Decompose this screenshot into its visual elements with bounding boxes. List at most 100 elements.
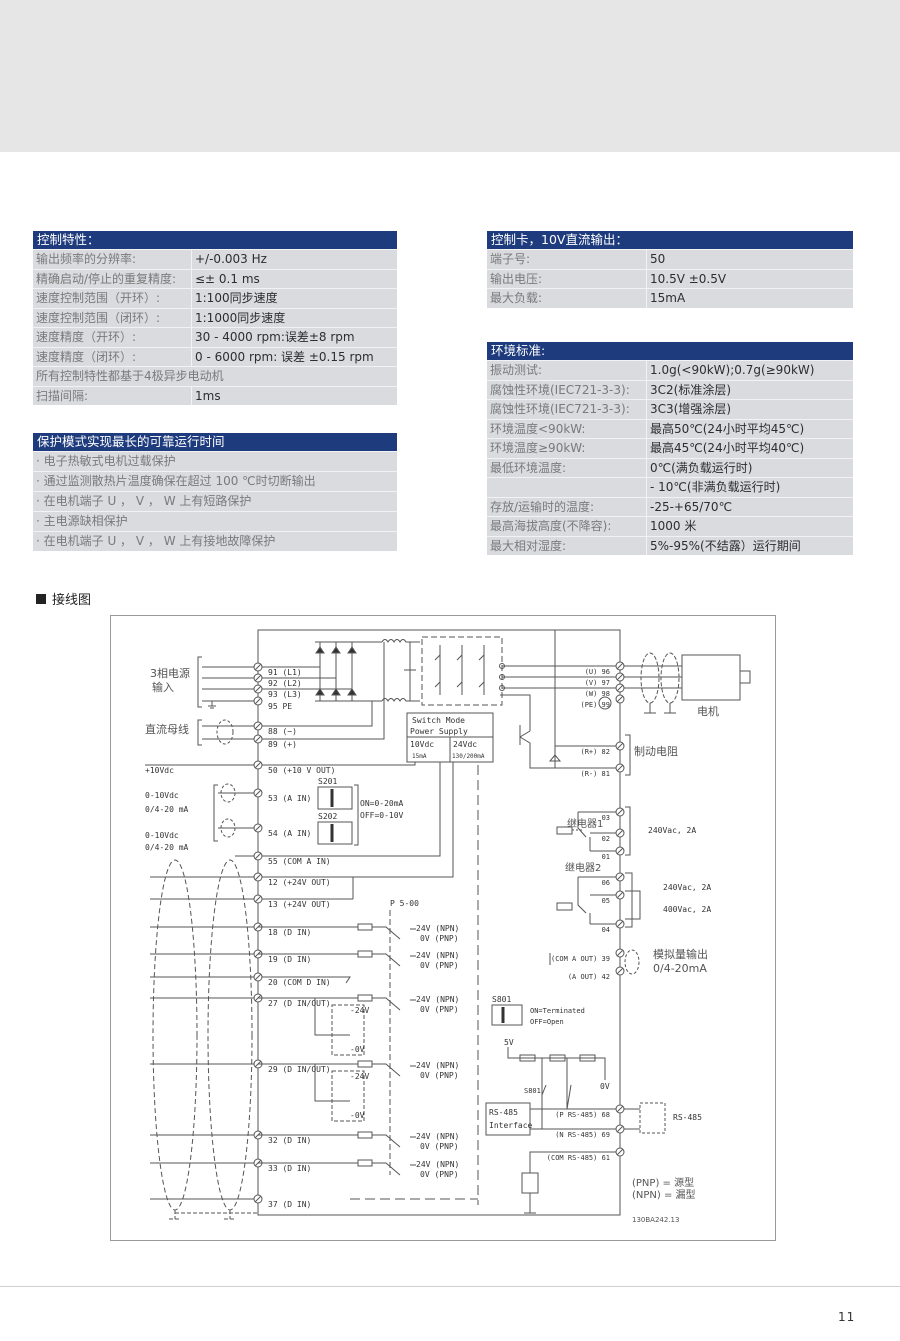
right-terminals: (U) 96(V) 97(W) 98(PE) 99(R+) 82(R-) 810… (547, 661, 625, 1162)
terminal-slot (254, 1195, 262, 1203)
row-label: 环境温度<90kW: (490, 421, 586, 436)
smps-10v: 10Vdc (410, 740, 434, 749)
table-title: 控制特性： (33, 231, 397, 249)
row-value: 1.0g(<90kW);0.7g(≥90kW) (646, 361, 853, 380)
drive-outline (257, 629, 621, 1216)
terminal-label: 02 (602, 835, 610, 843)
relay2-label: 继电器2 (565, 861, 601, 874)
table-row: · 在电机端子 U ， V ， W 上有短路保护 (33, 491, 397, 511)
din-wire (258, 926, 416, 940)
pnp-label: 0V (PNP) (420, 1142, 459, 1151)
terminal-label: 06 (602, 879, 610, 887)
terminal-label: (P RS-485) 68 (555, 1111, 610, 1119)
pnp-definition: (PNP) = 源型 (632, 1176, 694, 1189)
diagram-frame (110, 615, 776, 1241)
switch-off-label: OFF=0-10V (360, 811, 404, 820)
terminal-slot (616, 1148, 624, 1156)
brake-label: 制动电阻 (634, 745, 678, 758)
ain2-label-2: 0/4-20 mA (145, 843, 189, 852)
table-row: 速度控制范围（闭环）:1:1000同步速度 (33, 307, 397, 327)
table-row: 输出频率的分辨率:+/-0.003 Hz (33, 249, 397, 269)
drawing-code: 130BA242.13 (632, 1216, 679, 1224)
row-label: 最低环境温度: (490, 460, 567, 475)
header-banner (0, 0, 900, 152)
terminal-label: (COM A OUT) 39 (551, 955, 610, 963)
row-label: 速度控制范围（开环）: (36, 291, 161, 305)
v24-label: -24V (350, 1006, 369, 1015)
row-value: 1000 米 (646, 517, 853, 536)
npn-label: 24V (NPN) (416, 1061, 459, 1070)
row-value: 最高50℃(24小时平均45℃) (646, 419, 853, 438)
terminal-label: 27 (D IN/OUT) (268, 999, 331, 1008)
v0-label: -0V (350, 1111, 365, 1120)
terminal-slot (254, 722, 262, 730)
table-row: · 电子热敏式电机过载保护 (33, 451, 397, 471)
protection-item: · 在电机端子 U ， V ， W 上有短路保护 (36, 494, 252, 508)
terminal-slot (616, 662, 624, 670)
terminal-label: 53 (A IN) (268, 794, 311, 803)
terminal-label: (A OUT) 42 (568, 973, 610, 981)
row-value: 3C2(标准涂层) (646, 380, 853, 399)
table-row: 最大相对湿度: 5%-95%(不结露）运行期间 (487, 535, 853, 555)
table-row: 速度控制范围（开环）:1:100同步速度 (33, 288, 397, 308)
terminal-label: (R-) 81 (580, 770, 610, 778)
terminal-label: 12 (+24V OUT) (268, 878, 331, 887)
row-label: 最大负载: (490, 291, 543, 305)
terminal-label: 50 (+10 V OUT) (268, 766, 335, 775)
protection-item: · 通过监测散热片温度确保在超过 100 ℃时切断输出 (36, 474, 316, 488)
smps-label-2: Power Supply (410, 727, 468, 736)
row-value: 最高45℃(24小时平均40℃) (646, 439, 853, 458)
terminal-label: (U) 96 (585, 668, 610, 676)
din-resistor (357, 1131, 373, 1139)
rs485-label: RS-485 (673, 1113, 702, 1122)
pnp-label: 0V (PNP) (420, 1170, 459, 1179)
relay1-label: 继电器1 (567, 817, 603, 830)
mains-label: 3相电源 (150, 666, 190, 680)
environment-table: 环境标准: 振动测试:1.0g(<90kW);0.7g(≥90kW) 腐蚀性环境… (487, 342, 853, 555)
table-row: 最大负载:15mA (487, 288, 853, 308)
table-row: 精确启动/停止的重复精度:≤± 0.1 ms (33, 268, 397, 288)
terminal-label: 95 PE (268, 702, 292, 711)
terminal-label: (N RS-485) 69 (555, 1131, 610, 1139)
rs485-if-label-2: Interface (489, 1121, 533, 1130)
table-row: 最高海拔高度(不降容):1000 米 (487, 516, 853, 536)
section-heading: 接线图 (36, 589, 91, 608)
din-resistor (357, 923, 373, 931)
row-label: 输出频率的分辨率: (36, 252, 137, 266)
row-label: 最大相对湿度: (490, 538, 567, 553)
terminal-label: (R+) 82 (580, 748, 610, 756)
terminal-slot (616, 808, 624, 816)
analog-out-range: 0/4-20mA (653, 962, 707, 975)
pnp-label: 0V (PNP) (420, 934, 459, 943)
terminal-slot (254, 663, 262, 671)
table-row-note: 所有控制特性都基于4极异步电动机 (33, 366, 397, 386)
din-resistor (357, 1060, 373, 1068)
terminal-slot (616, 742, 624, 750)
pnp-label: 0V (PNP) (420, 961, 459, 970)
terminal-slot (616, 1125, 624, 1133)
row-value: -25-+65/70℃ (646, 497, 853, 516)
digital-input-switches: 24V (NPN)0V (PNP)24V (NPN)0V (PNP)24V (N… (258, 923, 459, 1179)
analog-out-label: 模拟量输出 (653, 947, 708, 961)
row-value: - 10℃(非满负载运行时) (646, 478, 853, 497)
table-title: 保护模式实现最长的可靠运行时间 (33, 433, 397, 451)
terminal-slot (254, 873, 262, 881)
table-row: - 10℃(非满负载运行时) (487, 477, 853, 497)
terminal-label: 01 (602, 853, 610, 861)
s801-on: ON=Terminated (530, 1007, 585, 1015)
row-label (487, 478, 646, 497)
row-label: 扫描间隔: (36, 388, 89, 403)
smps-10v-ma: 15mA (412, 753, 427, 760)
row-label: 输出电压: (490, 271, 543, 286)
terminal-label: (V) 97 (585, 679, 610, 687)
row-value: 30 - 4000 rpm:误差±8 rpm (191, 328, 397, 347)
terminal-slot (254, 674, 262, 682)
row-value: 5%-95%(不结露）运行期间 (646, 536, 853, 555)
terminal-slot (616, 920, 624, 928)
row-value: 1ms (191, 386, 397, 405)
npn-label: 24V (NPN) (416, 924, 459, 933)
table-row: 端子号:50 (487, 249, 853, 269)
protection-item: · 主电源缺相保护 (36, 514, 128, 528)
